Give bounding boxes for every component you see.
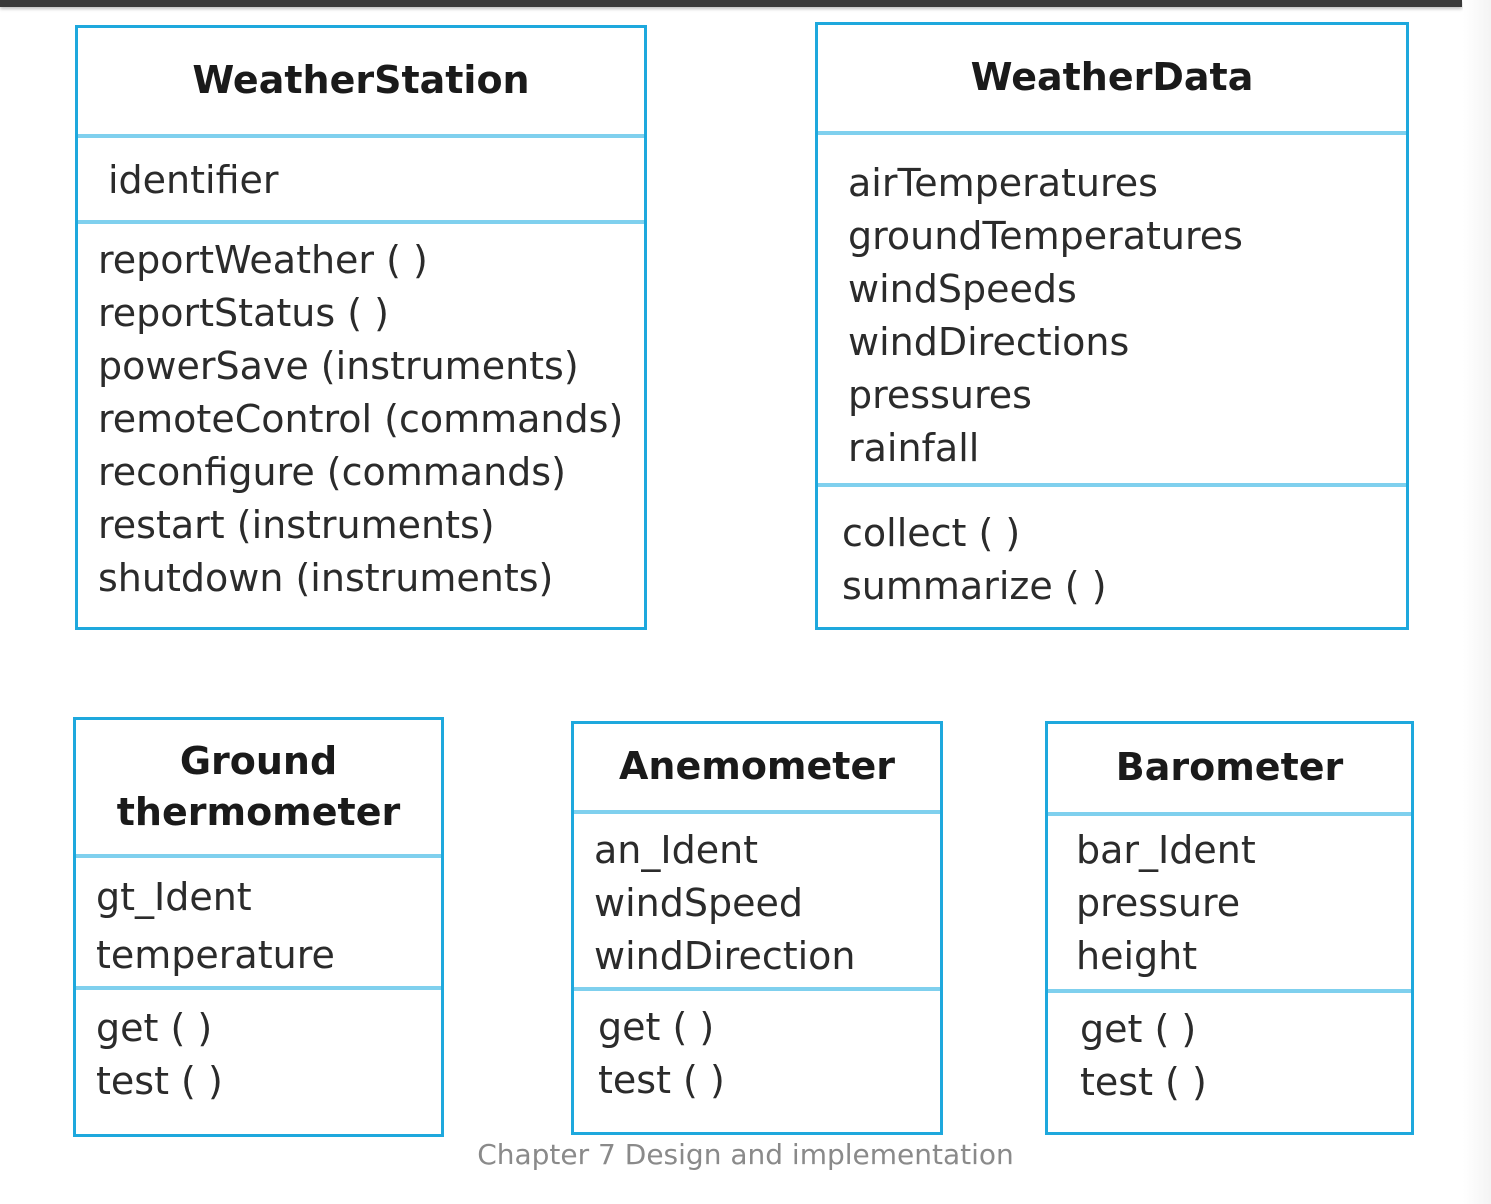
operation: test ( ) xyxy=(96,1059,223,1103)
class-name-text: Barometer xyxy=(1115,745,1344,790)
class-name-text: WeatherStation xyxy=(192,58,530,103)
attribute: rainfall xyxy=(848,426,980,470)
attribute: pressure xyxy=(1076,881,1241,925)
class-name: WeatherStation xyxy=(78,28,644,138)
operations-section: get ( ) test ( ) xyxy=(76,990,441,1108)
attribute: gt_Ident xyxy=(96,875,252,919)
class-name: Ground thermometer xyxy=(76,720,441,858)
operation: test ( ) xyxy=(598,1058,725,1102)
class-anemometer: Anemometer an_Ident windSpeed windDirect… xyxy=(571,721,943,1135)
class-weather-station: WeatherStation identifier reportWeather … xyxy=(75,25,647,630)
attribute: bar_Ident xyxy=(1076,828,1256,872)
operation: get ( ) xyxy=(598,1005,715,1049)
attribute: windSpeeds xyxy=(848,267,1077,311)
attributes-section: bar_Ident pressure height xyxy=(1048,816,1411,993)
operations-section: get ( ) test ( ) xyxy=(574,991,940,1107)
attribute: temperature xyxy=(96,933,335,977)
class-name-text: Anemometer xyxy=(619,744,895,789)
operation: test ( ) xyxy=(1080,1060,1207,1104)
class-ground-thermometer: Ground thermometer gt_Ident temperature … xyxy=(73,717,444,1137)
operation: reconfigure (commands) xyxy=(98,450,566,494)
operations-section: collect ( ) summarize ( ) xyxy=(818,487,1406,613)
attribute: airTemperatures xyxy=(848,161,1158,205)
attribute: windDirection xyxy=(594,934,856,978)
attribute: pressures xyxy=(848,373,1032,417)
class-name: WeatherData xyxy=(818,25,1406,135)
class-barometer: Barometer bar_Ident pressure height get … xyxy=(1045,721,1414,1135)
attributes-section: an_Ident windSpeed windDirection xyxy=(574,814,940,991)
operations-section: reportWeather ( ) reportStatus ( ) power… xyxy=(78,224,644,605)
attribute: windDirections xyxy=(848,320,1130,364)
attribute: identifier xyxy=(108,158,279,202)
operation: get ( ) xyxy=(1080,1007,1197,1051)
attribute: windSpeed xyxy=(594,881,803,925)
operation: powerSave (instruments) xyxy=(98,344,579,388)
class-weather-data: WeatherData airTemperatures groundTemper… xyxy=(815,22,1409,630)
class-name: Barometer xyxy=(1048,724,1411,816)
operation: get ( ) xyxy=(96,1006,213,1050)
class-name-line: thermometer xyxy=(116,790,401,834)
top-rule xyxy=(0,0,1462,7)
operations-section: get ( ) test ( ) xyxy=(1048,993,1411,1109)
operation: reportStatus ( ) xyxy=(98,291,389,335)
class-name-line: Ground xyxy=(179,738,338,783)
class-name-text: WeatherData xyxy=(970,55,1254,100)
attribute: groundTemperatures xyxy=(848,214,1243,258)
operation: remoteControl (commands) xyxy=(98,397,624,441)
class-name: Anemometer xyxy=(574,724,940,814)
operation: summarize ( ) xyxy=(842,564,1107,608)
attributes-section: identifier xyxy=(78,138,644,224)
attribute: height xyxy=(1076,934,1198,978)
page-edge-shade xyxy=(1463,0,1491,1204)
attribute: an_Ident xyxy=(594,828,759,872)
operation: shutdown (instruments) xyxy=(98,556,554,600)
attributes-section: airTemperatures groundTemperatures windS… xyxy=(818,135,1406,487)
operation: reportWeather ( ) xyxy=(98,238,428,282)
attributes-section: gt_Ident temperature xyxy=(76,858,441,990)
operation: restart (instruments) xyxy=(98,503,495,547)
figure-caption: Chapter 7 Design and implementation xyxy=(477,1138,1014,1171)
operation: collect ( ) xyxy=(842,511,1021,555)
